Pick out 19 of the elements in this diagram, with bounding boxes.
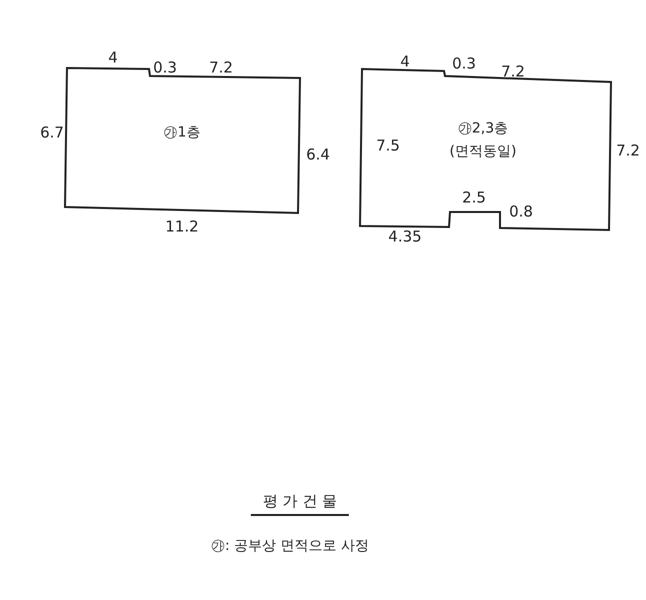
floor-label: ㉮1층 [164, 124, 200, 142]
dimension-label: 7.5 [376, 138, 400, 154]
dimension-label: 0.3 [452, 56, 476, 72]
dimension-label: 0.3 [153, 60, 177, 76]
dimension-label: 2.5 [462, 190, 486, 206]
dimension-label: 7.2 [616, 144, 640, 158]
dimension-label: 11.2 [165, 220, 199, 234]
caption: ㉮: 공부상 면적으로 사정 [210, 539, 370, 553]
dimension-label: 6.7 [40, 126, 64, 140]
dimension-label: 4 [108, 50, 118, 66]
dimension-label: 6.4 [306, 148, 330, 162]
floor-label: ㉮2,3층 [458, 120, 508, 138]
floor-note: (면적동일) [450, 144, 516, 160]
dimension-label: 7.2 [501, 64, 525, 80]
dimension-label: 7.2 [209, 60, 233, 76]
title: 평 가 건 물 [250, 494, 350, 516]
dimension-label: 4.35 [388, 230, 422, 244]
dimension-label: 0.8 [509, 204, 533, 220]
dimension-label: 4 [400, 54, 410, 70]
